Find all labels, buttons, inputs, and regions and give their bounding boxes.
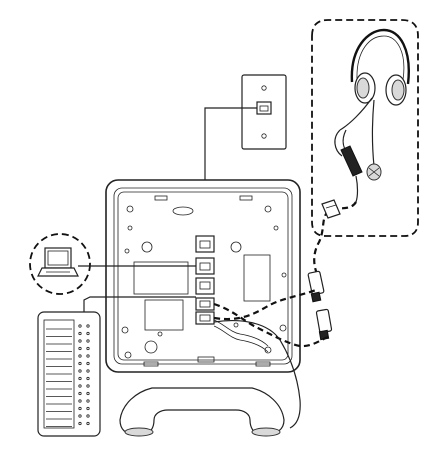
expansion-key-dot	[86, 369, 90, 373]
expansion-key-dot	[86, 399, 90, 403]
expansion-key-dot	[78, 354, 82, 358]
expansion-key-dot	[86, 384, 90, 388]
phone-base	[105, 179, 301, 373]
expansion-key-dot	[78, 361, 82, 366]
expansion-key-dot	[86, 391, 90, 396]
laptop	[29, 233, 91, 295]
wall-jack	[241, 74, 287, 150]
headset-cable-upper	[213, 288, 317, 321]
expansion-key-dot	[86, 361, 90, 366]
expansion-key-dot	[78, 324, 82, 328]
expansion-key-dot	[86, 406, 90, 411]
expansion-key-dot	[86, 421, 90, 426]
headset	[334, 28, 410, 203]
expansion-key-dot	[78, 406, 82, 411]
headset-dashed-box	[311, 19, 419, 237]
handset	[119, 387, 285, 437]
handset-cord	[213, 319, 301, 429]
expansion-key-dot	[86, 376, 90, 381]
expansion-module-cable	[83, 296, 196, 312]
expansion-key-dot	[86, 324, 90, 328]
expansion-key-dot	[78, 376, 82, 381]
headset-connector-top	[307, 270, 325, 303]
expansion-key-dot	[78, 399, 82, 403]
expansion-key-dot	[86, 414, 90, 418]
expansion-key-dot	[86, 354, 90, 358]
expansion-key-dot	[78, 414, 82, 418]
key-expansion-module	[37, 311, 101, 437]
expansion-key-dot	[86, 346, 90, 351]
headset-plug	[321, 199, 341, 219]
expansion-key-dot	[78, 421, 82, 426]
expansion-key-dot	[78, 339, 82, 343]
headset-connector-bottom	[315, 308, 333, 341]
expansion-key-dot	[78, 369, 82, 373]
expansion-key-dot	[78, 346, 82, 351]
expansion-key-dot	[86, 339, 90, 343]
expansion-key-dot	[86, 331, 90, 336]
expansion-key-dot	[78, 331, 82, 336]
headset-cable	[313, 201, 357, 277]
expansion-key-dot	[78, 384, 82, 388]
expansion-key-dot	[78, 391, 82, 396]
